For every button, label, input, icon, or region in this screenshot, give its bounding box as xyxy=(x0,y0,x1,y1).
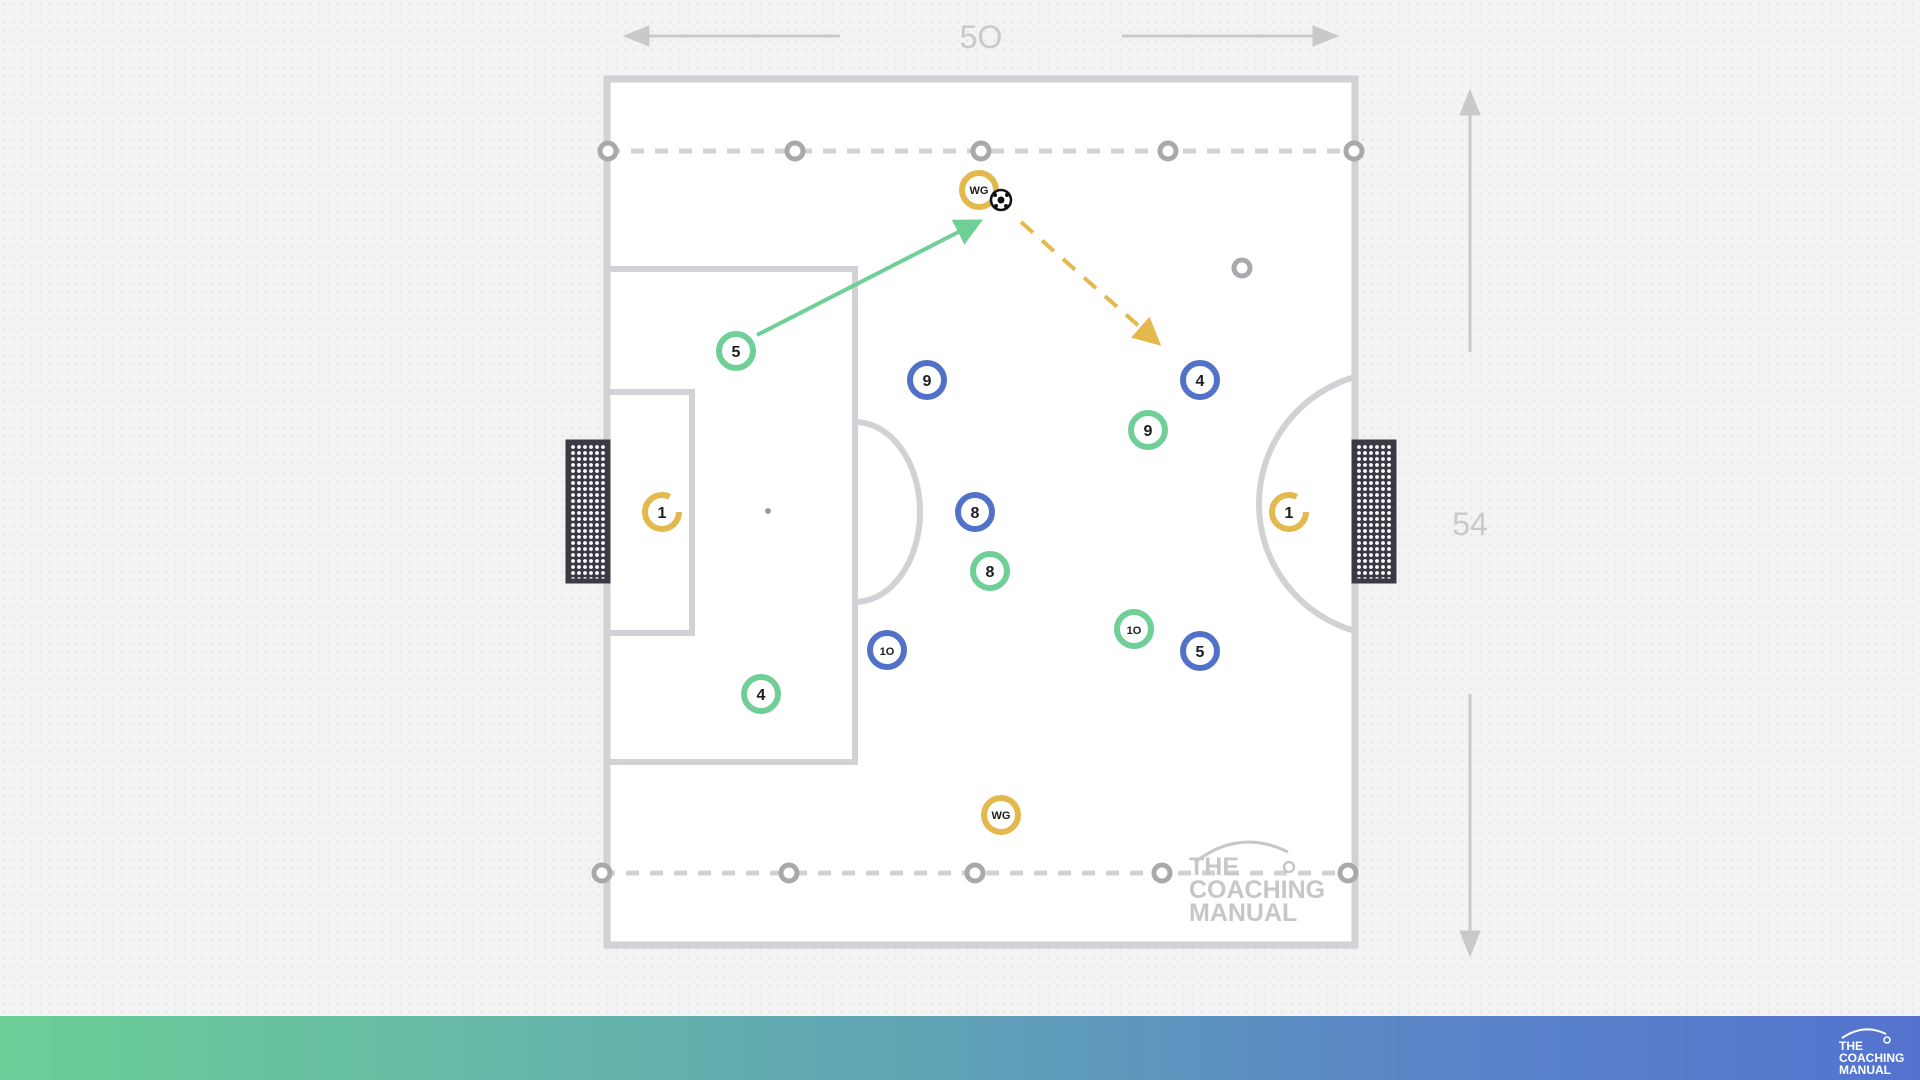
goal-right xyxy=(1351,439,1397,584)
player-label: 1O xyxy=(880,646,895,658)
bottom-cones xyxy=(591,862,1359,884)
width-dimension: 5O xyxy=(622,19,1340,55)
player-blue-10[interactable]: 1O xyxy=(867,630,907,670)
footer-logo-line-3: MANUAL xyxy=(1839,1063,1891,1074)
footer-logo-line-2: COACHING xyxy=(1839,1051,1904,1065)
player-green-9[interactable]: 9 xyxy=(1128,410,1168,450)
player-label: 1 xyxy=(658,505,667,522)
cone-marker-icon xyxy=(591,862,613,884)
pass-arrow-yellow-dashed xyxy=(1019,220,1162,346)
player-green-5[interactable]: 5 xyxy=(716,331,756,371)
width-label: 5O xyxy=(960,19,1003,55)
player-label: WG xyxy=(992,810,1011,822)
player-green-10[interactable]: 1O xyxy=(1114,609,1154,649)
player-label: 9 xyxy=(923,373,932,390)
cone-marker-icon xyxy=(778,862,800,884)
penalty-arc xyxy=(854,419,923,605)
player-green-4[interactable]: 4 xyxy=(741,674,781,714)
player-blue-5[interactable]: 5 xyxy=(1180,631,1220,671)
length-label: 54 xyxy=(1452,506,1488,542)
cone-marker-icon xyxy=(1337,862,1359,884)
logo-swoosh-icon xyxy=(1194,840,1289,864)
goal-net-icon xyxy=(1351,439,1397,584)
player-label: 1 xyxy=(1285,505,1294,522)
cone-marker-icon xyxy=(1343,140,1365,162)
coaching-manual-watermark: THE COACHING MANUAL xyxy=(1189,840,1325,927)
top-cones xyxy=(597,140,1365,162)
footer-gradient-bar: THE COACHING MANUAL xyxy=(0,1016,1920,1080)
player-label: 9 xyxy=(1144,423,1153,440)
movement-arrows xyxy=(756,219,1162,346)
coaching-manual-logo: THE COACHING MANUAL xyxy=(1839,1028,1904,1074)
cone-marker-icon xyxy=(597,140,619,162)
cone-marker-icon xyxy=(1231,257,1253,279)
player-green-8[interactable]: 8 xyxy=(970,551,1010,591)
player-label: 4 xyxy=(1196,373,1205,390)
logo-swoosh-icon xyxy=(1841,1028,1887,1039)
bottom-zone-line xyxy=(591,862,1359,884)
neutral-players: WG WG 1 1 xyxy=(642,170,1309,835)
top-zone-line xyxy=(597,140,1365,162)
logo-line-1: THE xyxy=(1189,853,1239,881)
goal-left xyxy=(565,439,611,584)
pitch-diagram: 5O 54 xyxy=(565,19,1488,958)
player-label: 8 xyxy=(971,505,980,522)
player-winger-top[interactable]: WG xyxy=(959,170,999,210)
player-label: WG xyxy=(970,185,989,197)
player-label: 8 xyxy=(986,564,995,581)
player-label: 1O xyxy=(1127,625,1142,637)
player-winger-bottom[interactable]: WG xyxy=(981,795,1021,835)
penalty-spot xyxy=(765,508,771,514)
player-blue-4[interactable]: 4 xyxy=(1180,360,1220,400)
cone-marker-icon xyxy=(784,140,806,162)
cone-marker-icon xyxy=(970,140,992,162)
footer-logo-line-1: THE xyxy=(1839,1039,1863,1053)
goalkeeper-left[interactable]: 1 xyxy=(642,492,682,532)
logo-ball-icon xyxy=(1883,1036,1891,1044)
length-dimension: 54 xyxy=(1452,88,1488,958)
green-team: 5 4 9 8 1O xyxy=(716,331,1168,714)
blue-team: 9 4 8 1O 5 xyxy=(867,360,1220,671)
player-blue-9[interactable]: 9 xyxy=(907,360,947,400)
cone-marker-icon xyxy=(964,862,986,884)
player-label: 4 xyxy=(757,687,766,704)
logo-ball-icon xyxy=(1282,860,1296,874)
player-label: 5 xyxy=(732,344,741,361)
goalkeeper-right[interactable]: 1 xyxy=(1269,492,1309,532)
logo-line-2: COACHING xyxy=(1189,876,1325,904)
player-blue-8[interactable]: 8 xyxy=(955,492,995,532)
player-label: 5 xyxy=(1196,644,1205,661)
goal-net-icon xyxy=(565,439,611,584)
cone-marker-icon xyxy=(1151,862,1173,884)
pass-arrow-green xyxy=(756,219,983,337)
cone-marker-icon xyxy=(1157,140,1179,162)
soccer-ball-icon[interactable] xyxy=(989,188,1013,212)
logo-line-3: MANUAL xyxy=(1189,899,1297,927)
centre-circle-arc xyxy=(1255,374,1356,634)
